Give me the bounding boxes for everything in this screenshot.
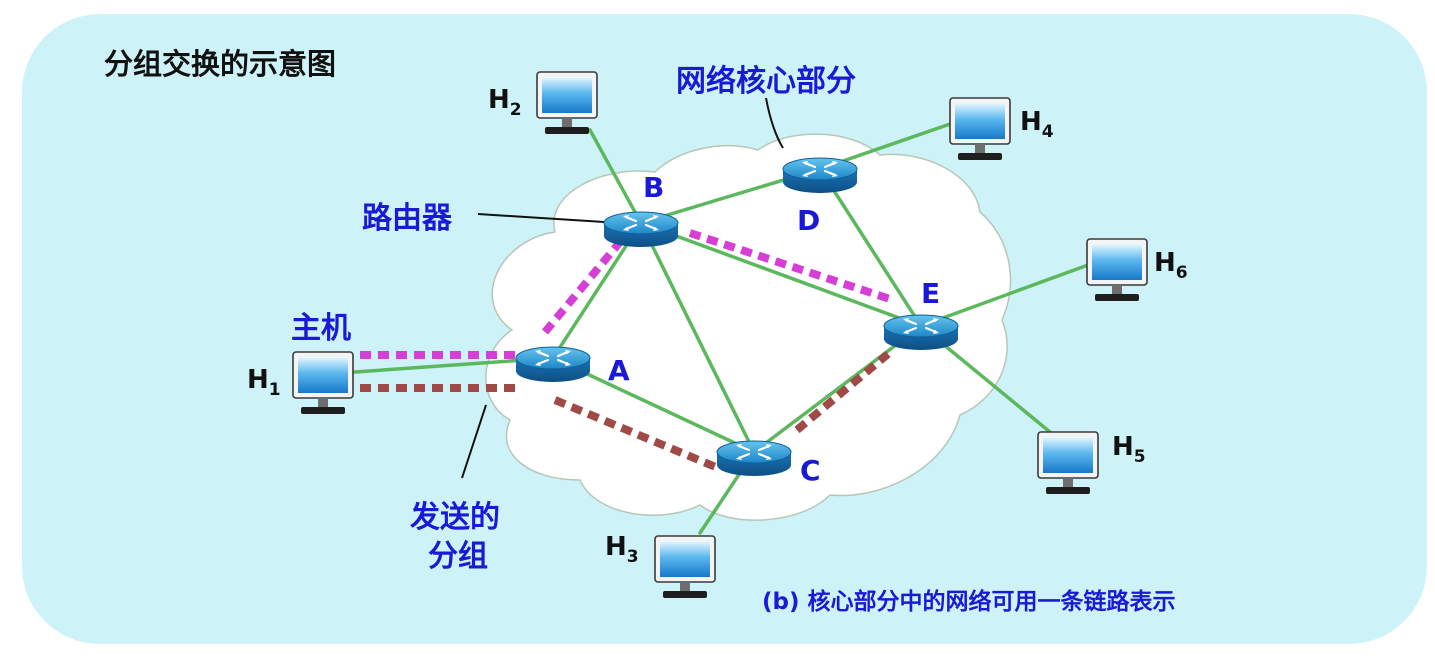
host-h2-icon	[536, 71, 598, 135]
router-pointer-line	[477, 213, 605, 223]
router-d-label: D	[797, 204, 820, 237]
router-e-icon	[882, 313, 960, 352]
host-h1-icon	[292, 351, 354, 415]
host-h1-label: H1	[247, 365, 281, 400]
figure-caption: (b) 核心部分中的网络可用一条链路表示	[762, 588, 1176, 615]
host-h4-label: H4	[1020, 107, 1054, 142]
router-e-label: E	[921, 277, 940, 310]
router-b-icon	[602, 210, 680, 249]
router-a-icon	[514, 345, 592, 384]
link-b-c	[639, 221, 756, 454]
packet-label-line2: 分组	[428, 539, 488, 574]
router-d-icon	[781, 156, 859, 195]
router-a-label: A	[608, 354, 630, 387]
host-h3-icon	[654, 535, 716, 599]
link-h6-e	[919, 263, 1090, 328]
core-pointer-line	[765, 97, 784, 149]
link-b-e	[639, 221, 923, 328]
host-h6-icon	[1086, 238, 1148, 302]
network-core-label: 网络核心部分	[676, 64, 856, 99]
link-h2-b	[588, 128, 643, 225]
host-h2-label: H2	[488, 85, 522, 120]
packet-path-brown-seg2	[553, 396, 720, 472]
link-d-e	[818, 167, 923, 328]
host-h6-label: H6	[1154, 248, 1188, 283]
host-h4-icon	[949, 97, 1011, 161]
router-c-icon	[715, 439, 793, 478]
packet-path-magenta-seg2	[541, 233, 629, 335]
packet-paths-group	[360, 229, 895, 472]
host-label: 主机	[291, 311, 351, 346]
host-h5-icon	[1037, 431, 1099, 495]
packet-path-brown-seg3	[794, 350, 891, 434]
router-b-label: B	[643, 171, 664, 204]
router-label: 路由器	[362, 201, 453, 236]
host-h5-label: H5	[1112, 432, 1146, 467]
router-c-label: C	[800, 454, 821, 487]
packet-pointer-line	[461, 404, 487, 479]
host-h3-label: H3	[605, 532, 639, 567]
link-c-e	[752, 324, 923, 454]
diagram-title: 分组交换的示意图	[104, 47, 336, 81]
packet-label-line1: 发送的	[409, 500, 500, 535]
